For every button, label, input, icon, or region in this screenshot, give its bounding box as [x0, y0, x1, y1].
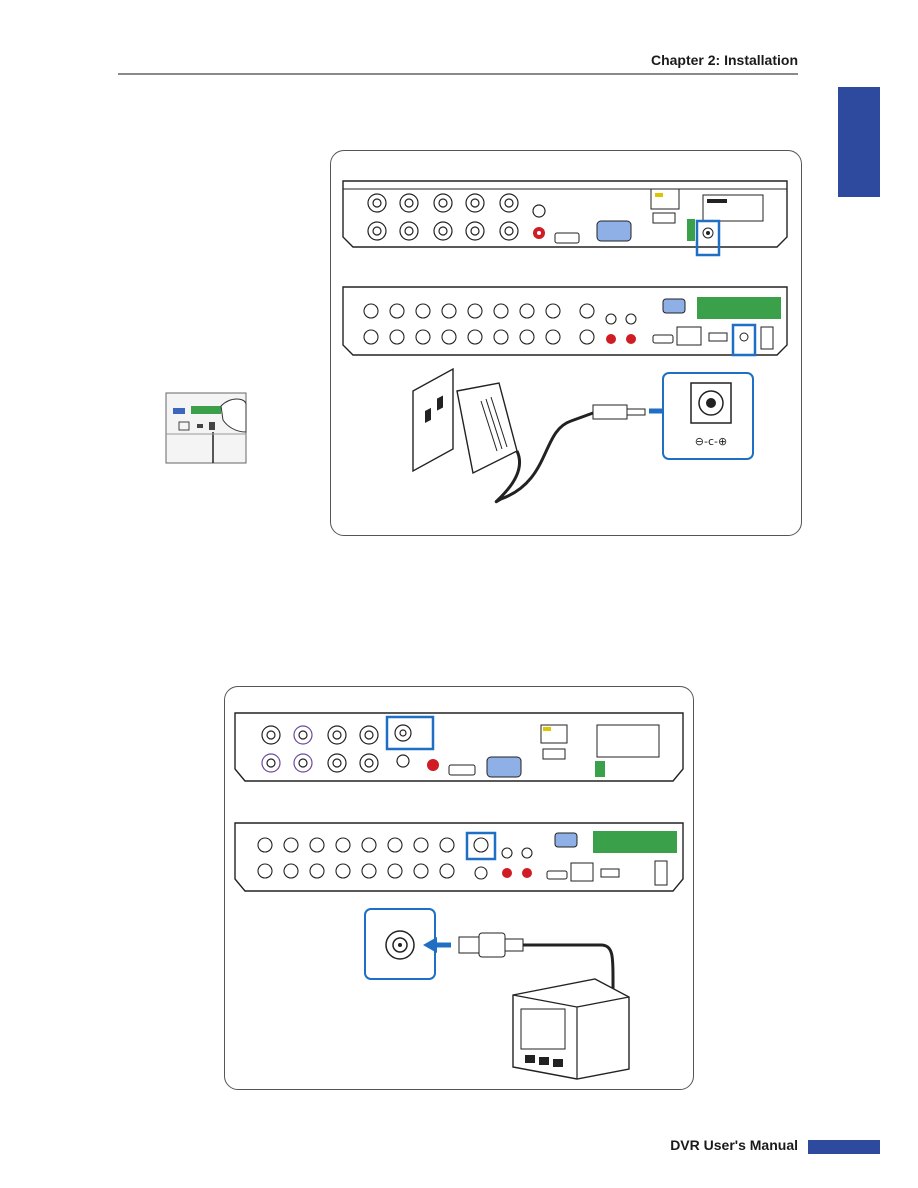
svg-text:⊖-c-⊕: ⊖-c-⊕	[695, 435, 727, 448]
chapter-side-tab	[838, 87, 880, 197]
chapter-title: Chapter 2: Installation	[651, 52, 798, 68]
footer-accent-bar	[808, 1140, 880, 1154]
dc-power-jack-icon: ⊖-c-⊕	[663, 373, 753, 459]
power-adapter-icon	[457, 383, 645, 502]
dvr-16ch-rear-panel-icon	[235, 823, 683, 891]
header-divider	[118, 73, 798, 75]
wall-outlet-icon	[413, 369, 453, 471]
crt-monitor-icon	[513, 979, 629, 1079]
power-switch-inset-illustration	[165, 392, 247, 464]
monitor-connection-figure	[224, 686, 694, 1090]
dvr-4ch-rear-panel-icon	[343, 181, 787, 255]
power-connection-figure: ⊖-c-⊕	[330, 150, 802, 536]
dvr-16ch-rear-panel-icon	[343, 287, 787, 355]
bnc-video-out-icon	[365, 909, 435, 979]
manual-title: DVR User's Manual	[670, 1137, 798, 1153]
dvr-4ch-rear-panel-icon	[235, 713, 683, 781]
